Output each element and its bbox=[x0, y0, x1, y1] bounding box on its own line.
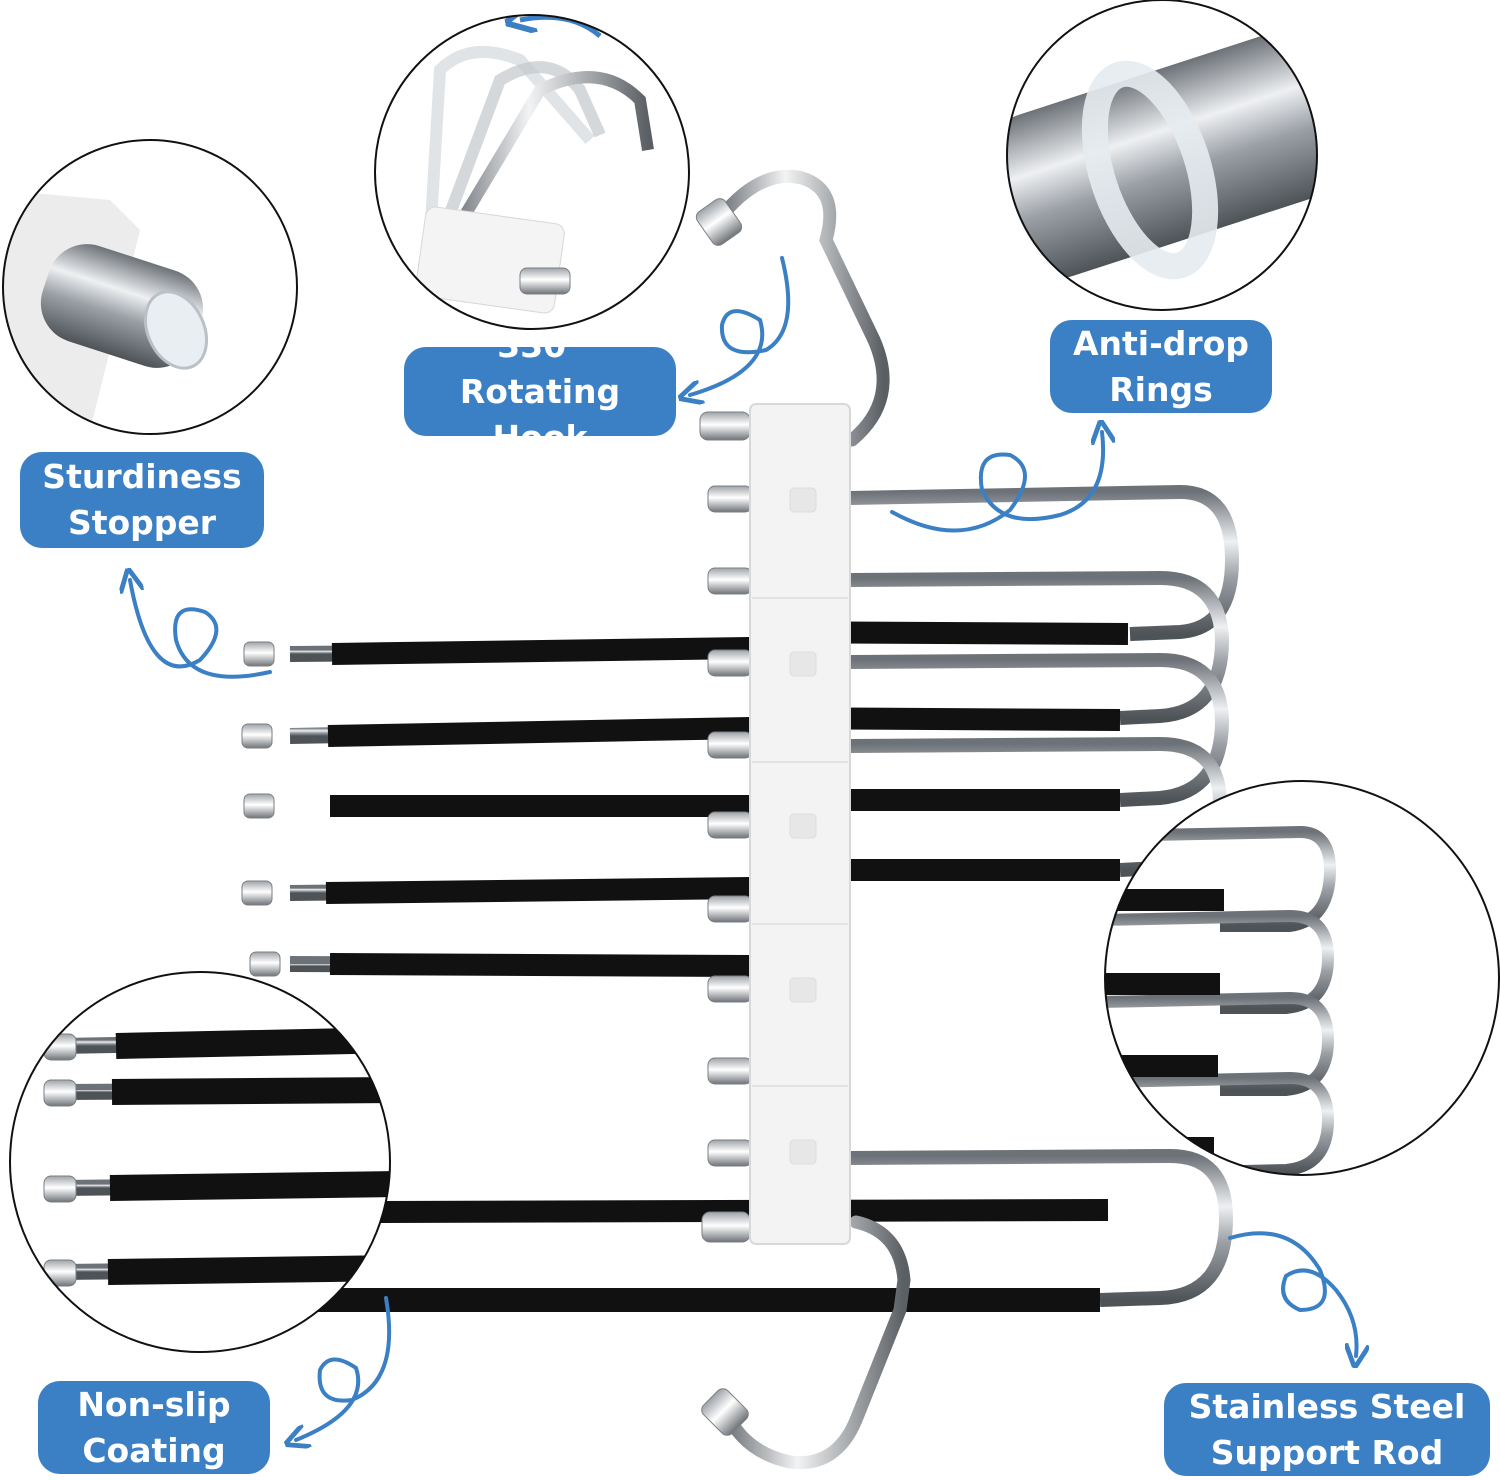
anti-drop-label-line2: Rings bbox=[1109, 369, 1213, 409]
hook-arrow bbox=[690, 256, 791, 395]
sturdiness-label-line1: Sturdiness bbox=[42, 457, 242, 496]
sturdiness-arrow bbox=[130, 580, 272, 679]
anti-drop-rings-label: Anti-drop Rings bbox=[1050, 320, 1272, 413]
support-rod-arrow bbox=[1228, 1231, 1357, 1356]
bottom-hook bbox=[701, 1215, 911, 1470]
rotating-hook-label: 330° Rotating Hook bbox=[404, 326, 676, 457]
non-slip-label-line1: Non-slip bbox=[77, 1384, 231, 1424]
anti-drop-ring-detail-image bbox=[1006, 0, 1318, 311]
steel-rod-detail-image bbox=[1104, 780, 1500, 1176]
rod-caps bbox=[699, 411, 753, 1243]
rotating-hook-detail-image bbox=[374, 14, 690, 330]
anti-drop-label-line1: Anti-drop bbox=[1072, 323, 1249, 363]
anti-drop-arrow bbox=[890, 432, 1103, 533]
support-rod-label-line2: Support Rod bbox=[1210, 1432, 1444, 1472]
left-rods bbox=[241, 637, 751, 977]
sturdiness-stopper-label: Sturdiness Stopper bbox=[20, 452, 264, 548]
stopper-detail-image bbox=[2, 139, 298, 435]
non-slip-coating-label: Non-slip Coating bbox=[38, 1381, 270, 1474]
stainless-steel-rod-label: Stainless Steel Support Rod bbox=[1164, 1383, 1490, 1476]
callout-arrows bbox=[130, 256, 1357, 1440]
top-hook bbox=[695, 169, 890, 447]
support-rod-label-line1: Stainless Steel bbox=[1188, 1386, 1466, 1426]
plastic-holder bbox=[749, 403, 851, 1245]
non-slip-label-line2: Coating bbox=[82, 1430, 226, 1470]
hook-label-line1: 330° Rotating bbox=[459, 325, 621, 411]
non-slip-coating-detail-image bbox=[9, 971, 391, 1353]
sturdiness-label-line2: Stopper bbox=[67, 503, 217, 542]
hook-label-line2: Hook bbox=[492, 417, 588, 457]
non-slip-arrow bbox=[296, 1296, 392, 1440]
